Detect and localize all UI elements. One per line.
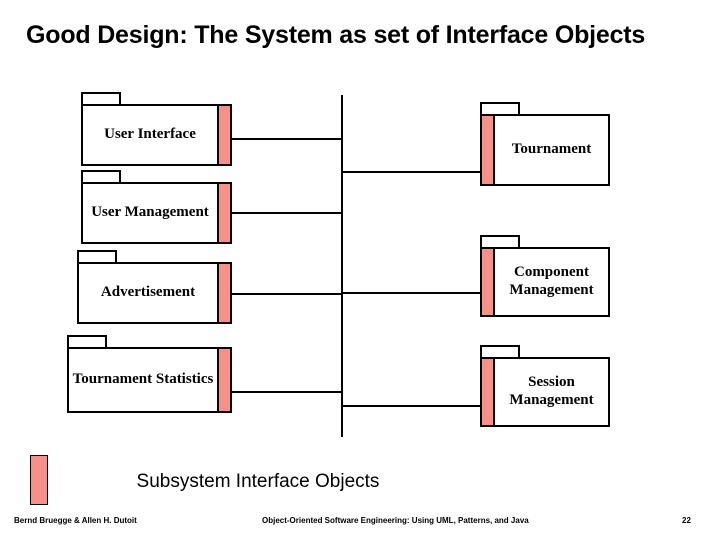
interface-object-bar-tournament	[480, 114, 495, 186]
package-body-component-management	[480, 247, 610, 317]
page-title: Good Design: The System as set of Interf…	[26, 21, 646, 49]
package-body-session-management	[480, 357, 610, 427]
interface-object-bar-advertisement	[217, 262, 232, 324]
interface-object-bar-tournament-statistics	[217, 347, 232, 413]
package-body-user-interface	[81, 104, 232, 166]
legend-label: Subsystem Interface Objects	[136, 471, 380, 492]
package-tab-tournament	[480, 102, 520, 116]
interface-object-bar-session-management	[480, 357, 495, 427]
package-tab-user-management	[81, 170, 121, 184]
package-body-advertisement	[77, 262, 232, 324]
package-body-tournament-statistics	[67, 347, 232, 413]
package-tab-advertisement	[77, 250, 117, 264]
footer-book-title: Object-Oriented Software Engineering: Us…	[262, 516, 529, 525]
package-tab-component-management	[480, 235, 520, 249]
package-tab-tournament-statistics	[67, 335, 107, 349]
footer-author: Bernd Bruegge & Allen H. Dutoit	[14, 516, 137, 525]
package-body-user-management	[81, 182, 232, 244]
package-body-tournament	[480, 114, 610, 186]
footer-page-number: 22	[682, 516, 691, 525]
interface-object-bar-user-management	[217, 182, 232, 244]
interface-object-bar-component-management	[480, 247, 495, 317]
package-tab-user-interface	[81, 92, 121, 106]
package-tab-session-management	[480, 345, 520, 359]
legend-swatch-interface-object	[30, 455, 48, 505]
interface-object-bar-user-interface	[217, 104, 232, 166]
